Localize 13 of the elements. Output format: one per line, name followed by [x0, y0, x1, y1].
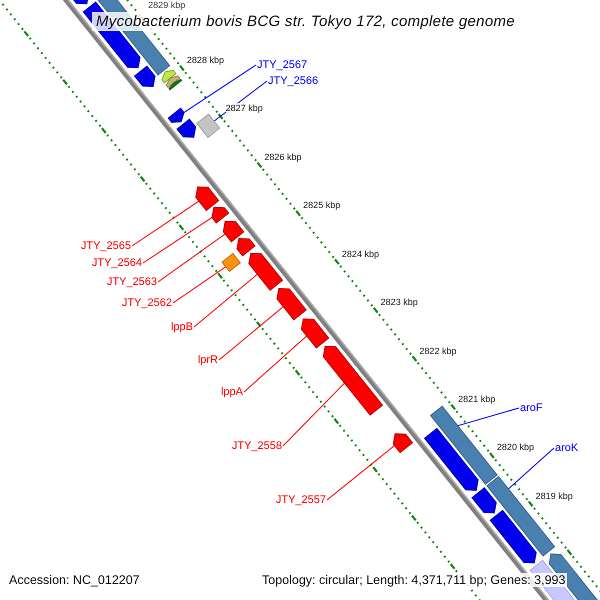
genome-summary-text: Topology: circular; Length: 4,371,711 bp; Genes: 3,993 — [260, 573, 568, 587]
position-label: 2825 kbp — [303, 200, 340, 212]
position-label: 2822 kbp — [419, 346, 456, 357]
position-label: 2823 kbp — [380, 297, 418, 308]
position-label: 2824 kbp — [342, 248, 379, 260]
position-label: 2820 kbp — [496, 442, 534, 454]
position-label: 2827 kbp — [226, 103, 263, 114]
position-label: 2826 kbp — [264, 152, 302, 163]
position-label: 2821 kbp — [458, 394, 496, 406]
position-label: 2819 kbp — [536, 490, 573, 502]
position-label: 2828 kbp — [186, 55, 224, 66]
accession-text: Accession: NC_012207 — [7, 573, 142, 587]
position-label: 2829 kbp — [148, 0, 186, 11]
